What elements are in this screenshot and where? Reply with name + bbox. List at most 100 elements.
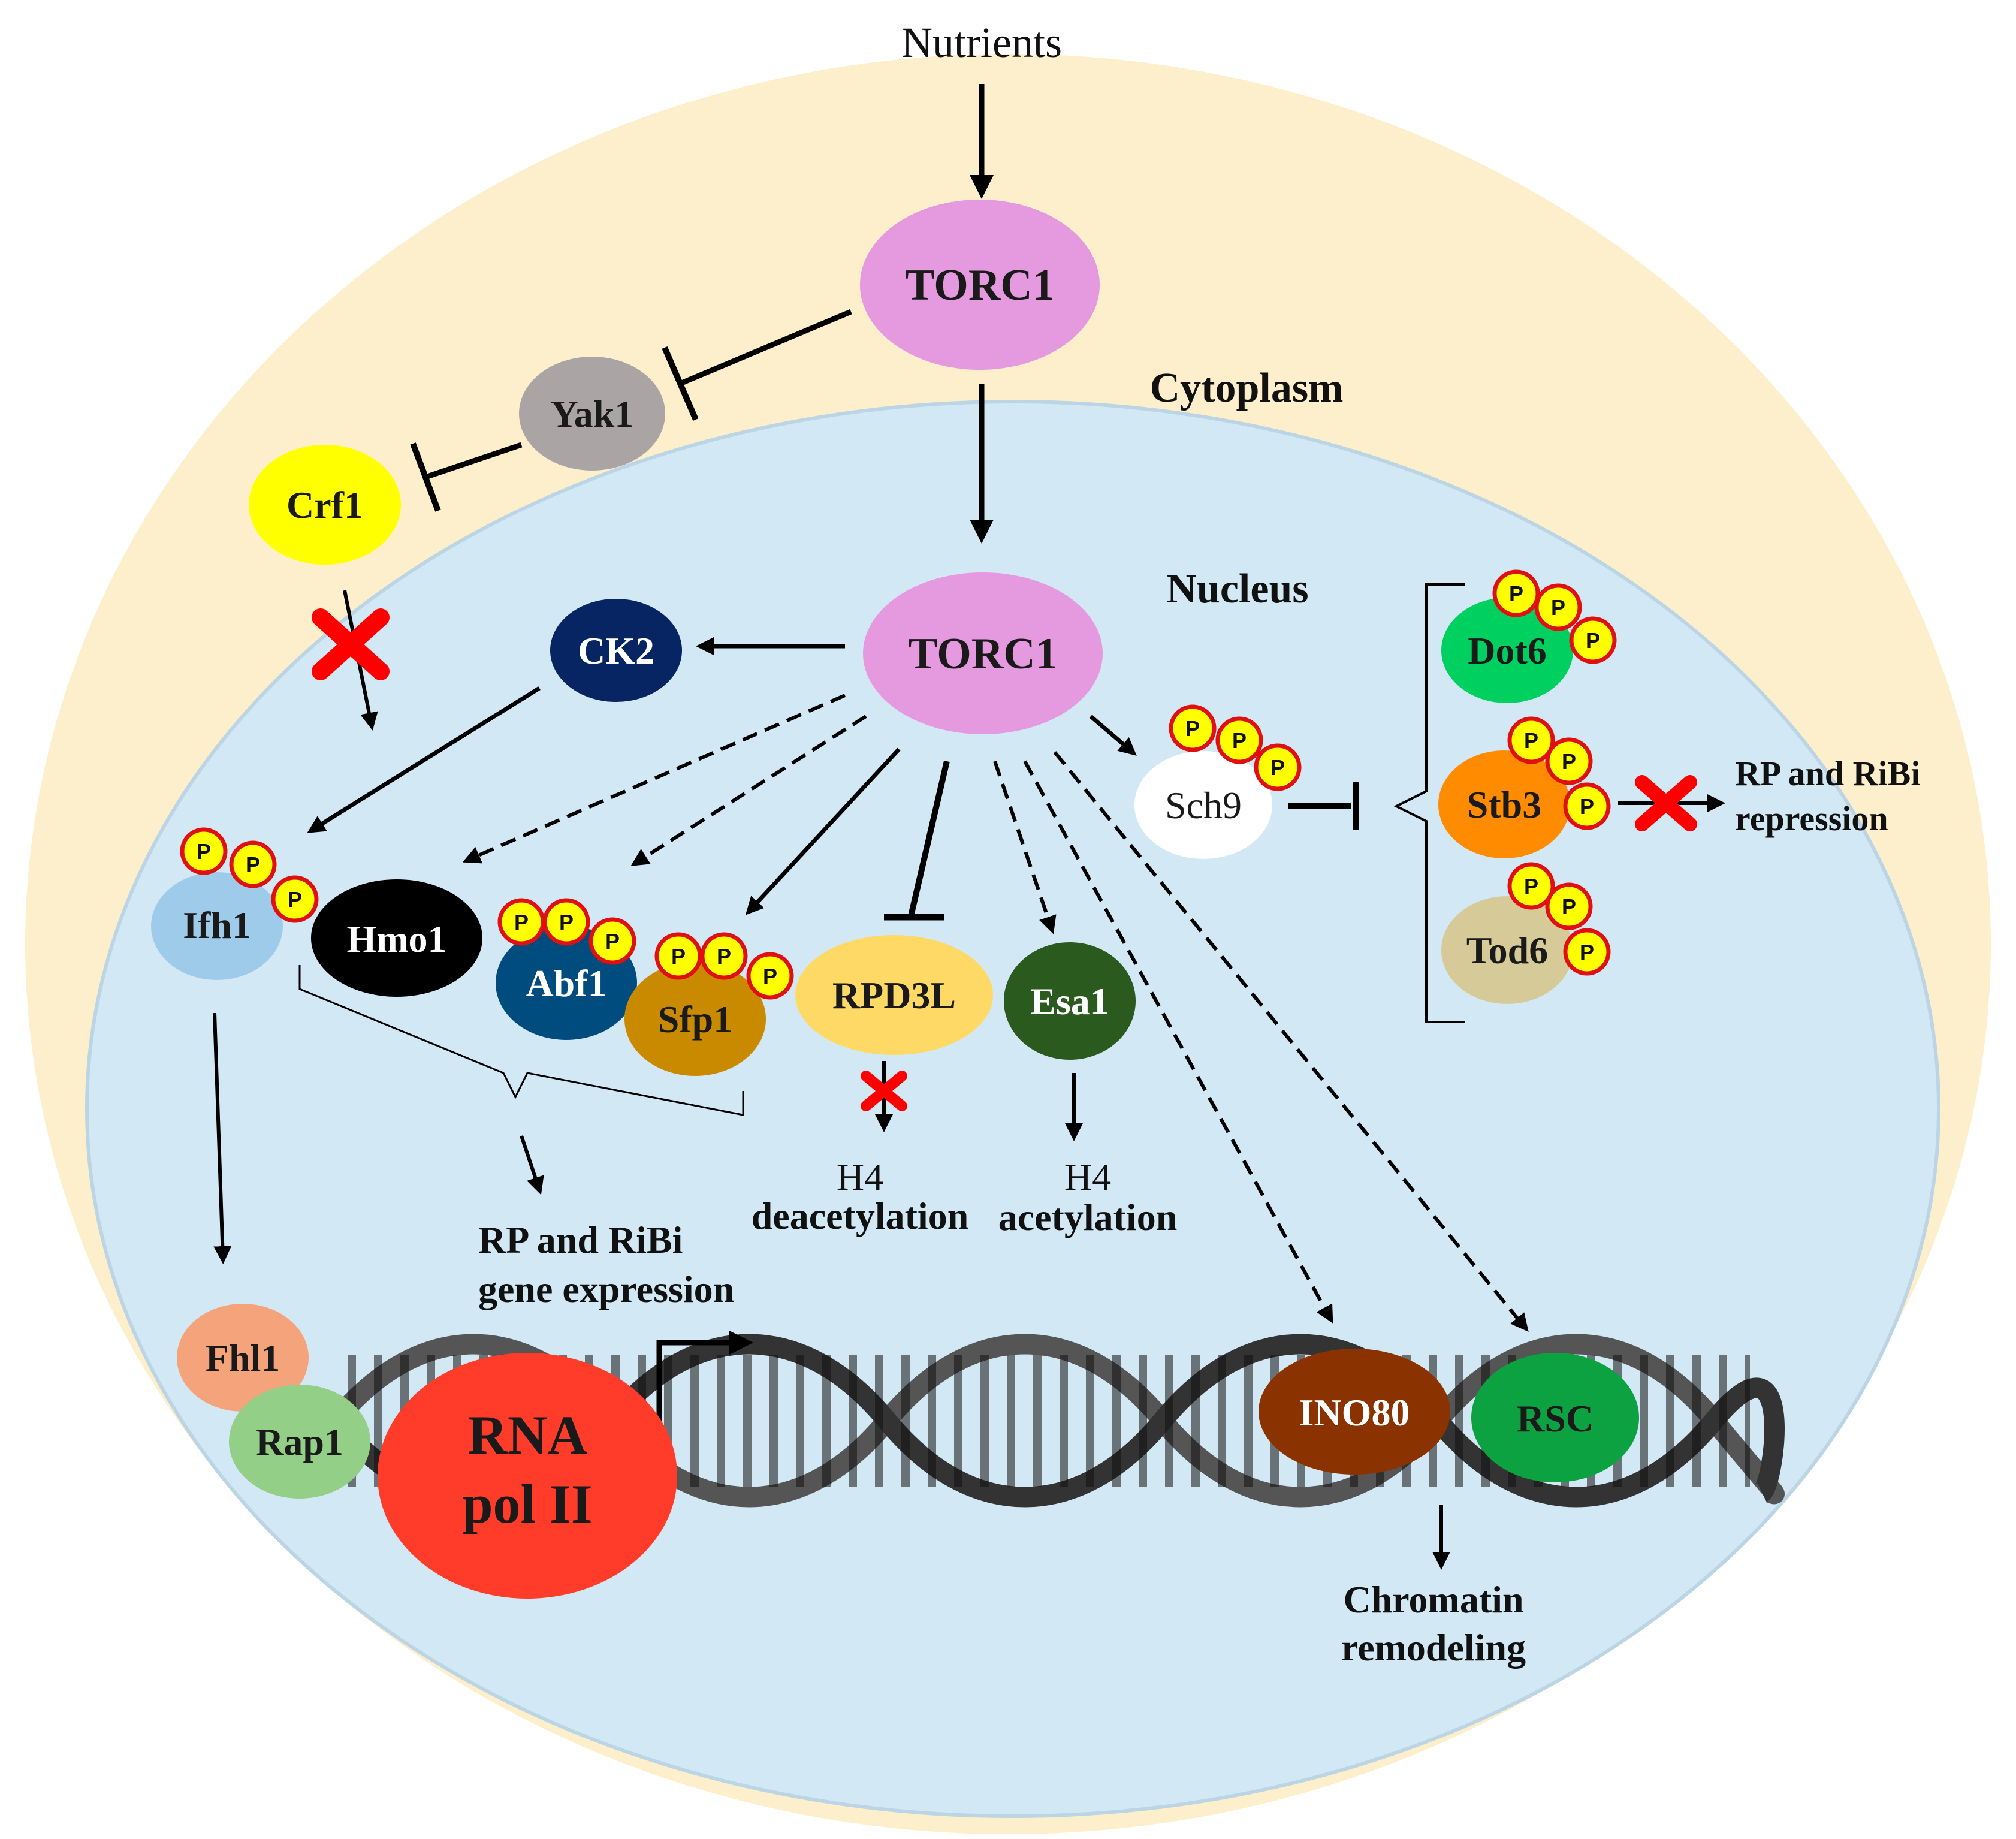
phosphate-icon: P — [1545, 737, 1593, 785]
phosphate-label: P — [1562, 749, 1576, 774]
node-ck2-label: CK2 — [578, 629, 654, 672]
phosphate-label: P — [1551, 595, 1565, 620]
node-ifh1-label: Ifh1 — [183, 904, 251, 946]
node-abf1-label: Abf1 — [526, 962, 606, 1005]
phosphate-label: P — [1524, 874, 1538, 899]
node-fhl1: Fhl1 — [177, 1304, 309, 1412]
phosphate-icon: P — [700, 932, 748, 980]
phosphate-label: P — [1232, 728, 1247, 753]
phosphate-label: P — [197, 839, 211, 864]
phosphate-icon: P — [1545, 882, 1593, 930]
node-sch9: Sch9 — [1134, 751, 1272, 859]
rp-ribi-expression-line1: RP and RiBi — [478, 1219, 683, 1261]
h4-deacetylation-line2: deacetylation — [752, 1195, 969, 1237]
phosphate-icon: P — [542, 898, 590, 946]
node-torc1-nucleus: TORC1 — [863, 572, 1103, 734]
node-ino80-label: INO80 — [1299, 1391, 1410, 1434]
node-dot6-label: Dot6 — [1468, 629, 1547, 672]
node-ino80: INO80 — [1259, 1349, 1450, 1475]
node-hmo1-label: Hmo1 — [346, 918, 446, 960]
arrow-ck2-ifh1 — [307, 686, 541, 833]
phosphate-label: P — [717, 944, 731, 969]
node-rna-pol-ii-line2: pol II — [462, 1473, 592, 1534]
inhibit-torc1-rpd3l — [908, 760, 950, 917]
node-torc1-cytoplasm: TORC1 — [860, 200, 1100, 370]
phosphate-icon: P — [588, 917, 636, 965]
node-sfp1-label: Sfp1 — [658, 998, 733, 1041]
inhibit-torc1-yak1 — [679, 309, 852, 387]
node-rna-pol-ii-line1: RNA — [467, 1404, 587, 1466]
node-rpd3l-label: RPD3L — [832, 974, 956, 1017]
node-rap1-label: Rap1 — [256, 1421, 343, 1463]
arrow-torc1-sfp1 — [745, 747, 901, 915]
phosphate-label: P — [559, 910, 574, 934]
phosphate-label: P — [1586, 628, 1600, 653]
h4-acetylation-line2: acetylation — [998, 1196, 1178, 1238]
phosphate-label: P — [246, 852, 260, 877]
node-crf1: Crf1 — [249, 445, 401, 565]
node-esa1-label: Esa1 — [1030, 980, 1109, 1023]
arrow-torc1-abf1 — [630, 715, 867, 866]
phosphate-icon: P — [654, 932, 702, 980]
node-yak1: Yak1 — [519, 357, 665, 471]
node-dot6: Dot6 — [1441, 598, 1573, 703]
arrow-torc1-esa1 — [993, 761, 1057, 934]
node-crf1-label: Crf1 — [286, 484, 363, 526]
arrow-torc1-hmo1 — [462, 694, 846, 864]
node-rsc-label: RSC — [1517, 1397, 1594, 1440]
phosphate-label: P — [514, 910, 529, 934]
block-marks — [312, 608, 1697, 1111]
phosphate-icon: P — [746, 952, 794, 1000]
phosphate-icon: P — [1563, 928, 1611, 976]
inhibit-yak1-crf1 — [424, 442, 523, 480]
transcription-start-arrow — [656, 1331, 753, 1421]
phosphate-label: P — [1562, 894, 1576, 919]
node-rsc: RSC — [1471, 1353, 1639, 1482]
node-stb3: Stb3 — [1438, 750, 1570, 858]
node-ifh1: Ifh1 — [151, 872, 283, 980]
arrow-ifh1-fhl1 — [213, 1012, 232, 1264]
chromatin-remodeling-line1: Chromatin — [1343, 1578, 1523, 1621]
phosphate-icon: P — [1563, 782, 1611, 830]
phosphate-label: P — [671, 944, 686, 969]
node-hmo1: Hmo1 — [311, 879, 482, 997]
phosphate-label: P — [288, 887, 302, 912]
phosphate-label: P — [605, 929, 620, 954]
phosphate-label: P — [1524, 728, 1538, 753]
phosphate-label: P — [1580, 940, 1594, 964]
node-sfp1: Sfp1 — [624, 962, 766, 1076]
phosphate-icon: P — [1492, 569, 1540, 617]
node-ck2: CK2 — [550, 599, 682, 702]
block-crf1-ifh1-icon — [312, 608, 390, 680]
cytoplasm-label: Cytoplasm — [1150, 365, 1344, 411]
node-rpd3l: RPD3L — [795, 935, 993, 1055]
phosphate-icon: P — [1534, 583, 1582, 631]
rp-ribi-repression-line1: RP and RiBi — [1735, 754, 1920, 793]
node-yak1-label: Yak1 — [551, 393, 634, 435]
phosphate-label: P — [1185, 716, 1200, 741]
arrow-tf-expression — [520, 1135, 544, 1195]
block-stb3-repression-icon — [1635, 775, 1697, 831]
nutrients-label: Nutrients — [901, 19, 1062, 67]
phosphate-label: P — [1580, 794, 1594, 819]
phosphate-icon: P — [1169, 704, 1217, 752]
connectors: Hmo1 --> Abf1 --> Esa1 --> INO80 --> RSC… — [213, 84, 1725, 1570]
node-fhl1-label: Fhl1 — [206, 1337, 280, 1379]
h4-acetylation-line1: H4 — [1064, 1156, 1111, 1198]
node-torc1-cytoplasm-label: TORC1 — [905, 261, 1054, 310]
node-stb3-label: Stb3 — [1467, 783, 1542, 826]
nucleus-label: Nucleus — [1166, 566, 1308, 612]
rp-ribi-expression-line2: gene expression — [478, 1268, 734, 1310]
phosphate-icon: P — [497, 898, 545, 946]
phosphate-icon: P — [271, 875, 319, 923]
chromatin-remodeling-line2: remodeling — [1341, 1626, 1526, 1669]
tf-bracket — [298, 965, 744, 1116]
block-rpd3l-deacetylation-icon — [861, 1071, 907, 1111]
node-sch9-label: Sch9 — [1165, 784, 1242, 827]
node-rna-pol-ii: RNA pol II — [378, 1353, 677, 1599]
phosphate-icon: P — [229, 840, 277, 888]
phosphate-label: P — [1270, 755, 1285, 780]
phosphate-label: P — [763, 964, 777, 988]
